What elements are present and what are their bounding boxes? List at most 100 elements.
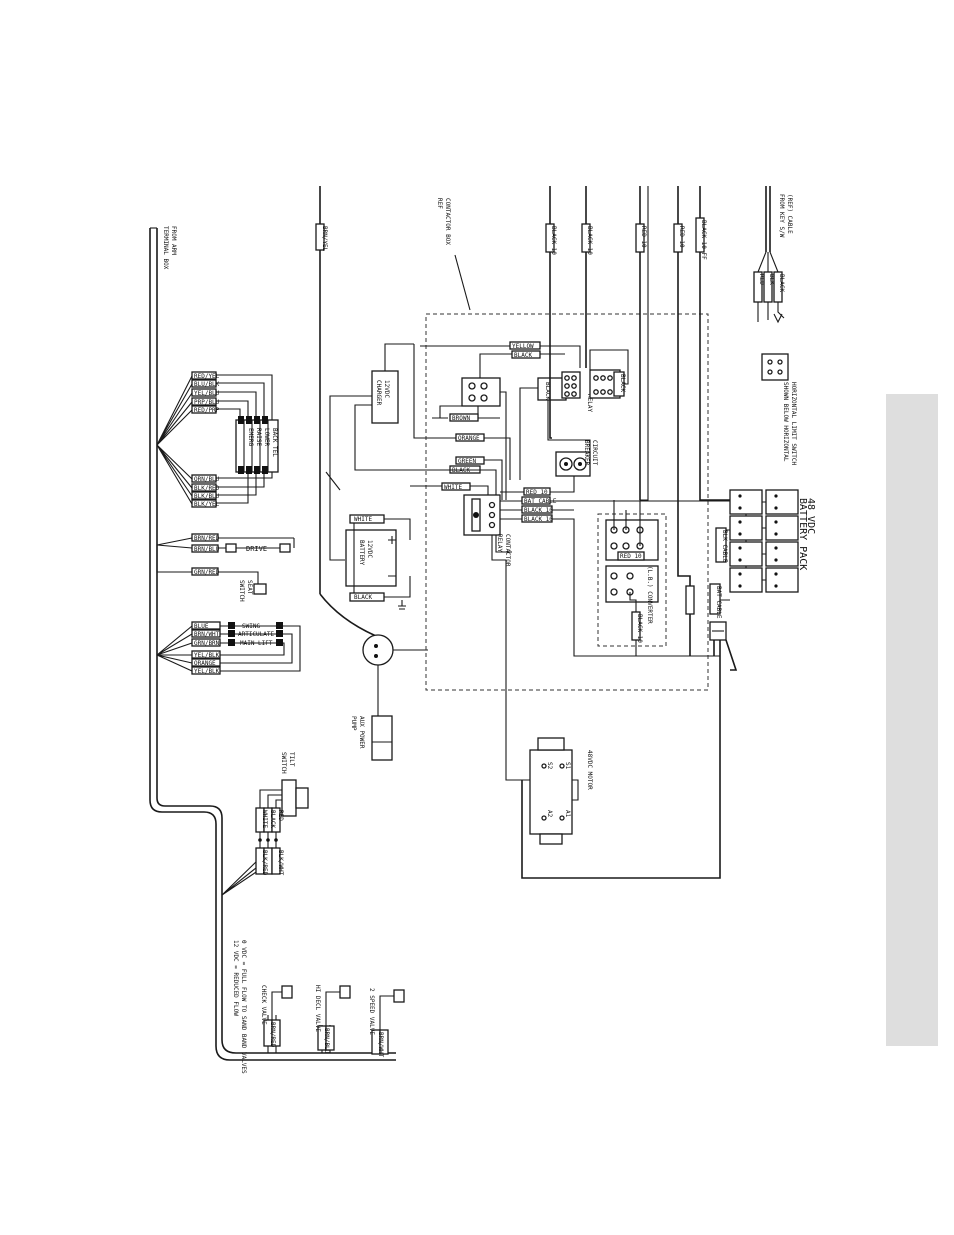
harness-tag: YEL/BLU bbox=[194, 390, 220, 397]
contactor-relay-label: CONTACTORRELAY bbox=[496, 534, 511, 567]
harness-tag: PRP/BLU bbox=[194, 399, 220, 406]
drive-group: BRN/RED BRN/BLU DRIVE bbox=[156, 533, 295, 553]
svg-text:BLACK 10: BLACK 10 bbox=[636, 614, 643, 643]
dc-charger: 12VDCCHARGER bbox=[329, 343, 430, 561]
svg-text:ORANGE: ORANGE bbox=[194, 660, 216, 667]
svg-text:BAT CABLE: BAT CABLE bbox=[524, 498, 557, 505]
svg-text:BLACK 10: BLACK 10 bbox=[524, 507, 553, 514]
svg-text:S2: S2 bbox=[546, 762, 553, 770]
motor-48v: S2 S1 A2 A1 48VDC MOTOR bbox=[522, 737, 593, 845]
svg-text:SWING: SWING bbox=[242, 623, 260, 630]
svg-text:WHITE: WHITE bbox=[261, 810, 268, 828]
text-line: PUMP bbox=[350, 716, 357, 731]
svg-text:A2: A2 bbox=[546, 810, 553, 818]
svg-text:BLK: BLK bbox=[768, 274, 775, 285]
svg-text:BLACK 10: BLACK 10 bbox=[524, 516, 553, 523]
harness-tag: ORN/BLU bbox=[194, 476, 220, 483]
valve-group: GRN/RED SEATSWITCH bbox=[156, 545, 267, 602]
text-line: RELAY bbox=[496, 534, 503, 552]
contactor-box-outline bbox=[425, 313, 709, 691]
svg-text:MAIN LIFT: MAIN LIFT bbox=[240, 640, 273, 647]
svg-text:BRN/RED: BRN/RED bbox=[269, 1022, 276, 1048]
svg-text:BLUE: BLUE bbox=[194, 623, 209, 630]
svg-text:BLACK 10 FF: BLACK 10 FF bbox=[700, 220, 707, 260]
right-vertical-wires: BLACK 10 BLACK 10 RED 10 RED 10 BLACK 10… bbox=[545, 186, 736, 656]
relay-small bbox=[413, 344, 565, 439]
svg-text:BLACK 10: BLACK 10 bbox=[586, 226, 593, 255]
battery12-label: 12VDCBATTERY bbox=[358, 540, 373, 566]
svg-text:BRN/BLU: BRN/BLU bbox=[194, 546, 220, 553]
relay-label: RELAY bbox=[586, 394, 593, 412]
svg-text:BRN/WHT: BRN/WHT bbox=[194, 631, 220, 638]
speed-valve-label: 2 SPEED VALVE bbox=[368, 988, 375, 1035]
harness-tag: BLK/RED bbox=[194, 485, 220, 492]
text-line: BREAKER bbox=[583, 440, 590, 466]
text-line: BATTERY bbox=[358, 540, 365, 566]
svg-text:A1: A1 bbox=[564, 810, 571, 818]
relay-terminal-block: BLACK RELAY BLACK bbox=[519, 349, 629, 480]
harness-tags-bottom: ORN/BLU BLK/RED BLK/BLU BLK/YEL bbox=[191, 474, 220, 508]
svg-text:GREEN: GREEN bbox=[458, 458, 476, 465]
svg-text:WHITE: WHITE bbox=[444, 484, 462, 491]
contactor-relay: CONTACTORRELAY bbox=[463, 494, 526, 781]
drive-label: DRIVE bbox=[246, 545, 267, 553]
harness-tag: BLK/YEL bbox=[194, 501, 220, 508]
text-line: REF bbox=[436, 198, 443, 209]
circuit-breaker: CIRCUITBREAKER bbox=[555, 440, 598, 477]
svg-text:BROWN: BROWN bbox=[452, 415, 470, 422]
switch-bank: BACK TEL LOWER RAISE EMERG bbox=[216, 374, 279, 504]
svg-text:BLK/WHT: BLK/WHT bbox=[277, 850, 284, 876]
text-line: SWITCH bbox=[238, 580, 245, 602]
seat-switch-label: SEATSWITCH bbox=[238, 580, 253, 602]
svg-text:GRN/RED: GRN/RED bbox=[194, 569, 220, 576]
svg-text:ORANGE: ORANGE bbox=[458, 435, 480, 442]
svg-text:WHITE: WHITE bbox=[354, 516, 372, 523]
harness-tag: RED/PRP bbox=[194, 407, 220, 414]
harness-tag: RED/YEL bbox=[194, 373, 220, 380]
switch-label: LOWER bbox=[263, 428, 270, 446]
battery-12v: 12VDCBATTERY WHITE BLACK bbox=[345, 514, 411, 610]
text-line: TERMINAL BOX bbox=[162, 226, 169, 270]
svg-text:RED 10: RED 10 bbox=[620, 553, 642, 560]
horizontal-note: HORIZONTAL LIMIT SWITCHSHOWN BELOW HORIZ… bbox=[782, 382, 797, 465]
svg-text:BLK CABLE: BLK CABLE bbox=[721, 530, 728, 563]
circuit-breaker-label: CIRCUITBREAKER bbox=[583, 440, 598, 466]
harness-tags-top: RED/YEL BLU/BLK YEL/BLU PRP/BLU RED/PRP bbox=[191, 371, 220, 414]
harness-tag: BLU/BLK bbox=[194, 381, 220, 388]
svg-text:BLK/RED: BLK/RED bbox=[261, 850, 268, 876]
svg-text:YEL/BLK: YEL/BLK bbox=[194, 668, 220, 675]
valves-bottom: BRN/RED BRN/BLU BRN/WHT 0 VDC = FULL FLO… bbox=[232, 940, 405, 1074]
svg-text:BRN/YEL: BRN/YEL bbox=[321, 226, 328, 252]
main-harness-trunk bbox=[149, 227, 396, 1061]
contactor-box-label: CONTACTOR BOXREF bbox=[436, 198, 451, 245]
cable-label: (REF) CABLEFROM KEY S/W bbox=[778, 194, 793, 238]
svg-text:BLACK: BLACK bbox=[354, 594, 372, 601]
check-valve-label: CHECK VALVE bbox=[260, 985, 267, 1025]
text-line: 12 VDC = REDUCED FLOW bbox=[232, 940, 239, 1016]
converter: (L.B.) CONVERTER RED 10 BLACK 10 bbox=[597, 186, 667, 656]
hi-decl-valve-label: HI DECL VALVE bbox=[314, 985, 321, 1032]
tilt-switch-group: WHITE BLACK RED BLK/RED BLK/WHT TILTSWIT… bbox=[221, 752, 309, 896]
switch-label: BACK TEL bbox=[271, 428, 278, 457]
svg-text:YEL/BLK: YEL/BLK bbox=[194, 652, 220, 659]
svg-text:ARTICULATE: ARTICULATE bbox=[238, 631, 275, 638]
charger-label: 12VDCCHARGER bbox=[375, 380, 390, 406]
contactor-box-leader bbox=[454, 254, 471, 311]
svg-text:BLACK: BLACK bbox=[269, 810, 276, 828]
tilt-switch-label: TILTSWITCH bbox=[280, 752, 295, 774]
callout-from-tow-arm: FROM ARMTERMINAL BOX bbox=[162, 226, 177, 270]
svg-text:BLACK: BLACK bbox=[514, 352, 532, 359]
aux-pump: AUX POWERPUMP bbox=[350, 634, 428, 761]
svg-text:BLACK: BLACK bbox=[544, 382, 551, 400]
switch-label: RAISE bbox=[255, 428, 262, 446]
svg-text:BAT CABLE: BAT CABLE bbox=[715, 586, 722, 619]
svg-text:RED 10: RED 10 bbox=[640, 226, 647, 248]
center-wires: BRN/YEL bbox=[315, 186, 377, 637]
text-line: SWITCH bbox=[280, 752, 287, 774]
svg-text:RED: RED bbox=[758, 274, 765, 285]
lower-switch-group: BLUE BRN/WHT GRN/BRN YEL/BLK ORANGE YEL/… bbox=[156, 621, 301, 675]
motor-label: 48VDC MOTOR bbox=[586, 750, 593, 790]
converter-label: (L.B.) CONVERTER bbox=[646, 566, 653, 624]
svg-text:RED: RED bbox=[277, 810, 284, 821]
